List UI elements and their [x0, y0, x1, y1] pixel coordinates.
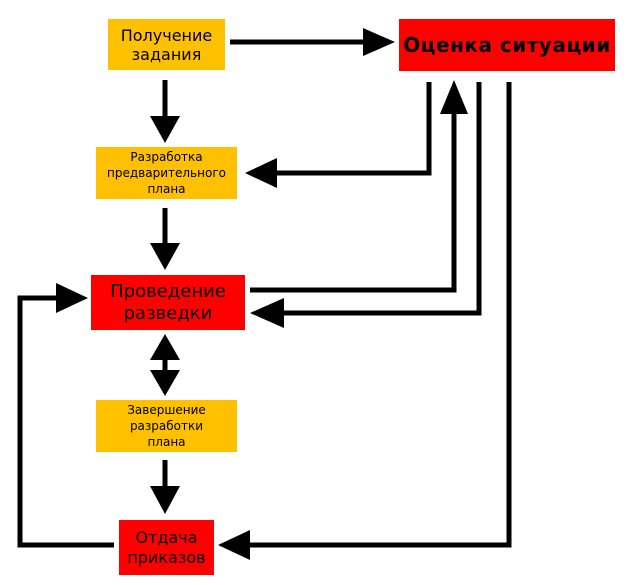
arrowhead-orders-right — [218, 530, 250, 560]
node-preliminary-plan-label: Разработка предварительного плана — [107, 150, 226, 196]
node-preliminary-plan: Разработка предварительного плана — [96, 147, 237, 199]
arrowhead-final — [150, 370, 180, 396]
node-task-received: Получение задания — [108, 19, 225, 70]
arrowhead-orders — [150, 486, 180, 514]
node-reconnaissance-label: Проведение разведки — [110, 280, 226, 324]
arrowhead-recon-top — [150, 243, 180, 270]
node-issuing-orders: Отдача приказов — [119, 520, 214, 575]
connector-recon-to-assess — [250, 112, 457, 293]
node-situation-assessment: Оценка ситуации — [399, 19, 615, 71]
node-reconnaissance: Проведение разведки — [91, 275, 245, 330]
arrowhead-recon-left — [56, 283, 88, 313]
node-issuing-orders-label: Отдача приказов — [127, 527, 206, 567]
arrowhead-recon-bottom — [150, 334, 180, 360]
node-plan-completion-label: Завершение разработки плана — [127, 403, 206, 449]
connector-orders-to-recon — [17, 295, 114, 548]
arrowhead-prelim — [150, 116, 180, 143]
connector-assess-to-recon — [282, 82, 482, 316]
node-situation-assessment-label: Оценка ситуации — [403, 33, 611, 57]
arrowhead-prelim-right — [245, 158, 277, 188]
arrowhead-assess-up — [440, 80, 468, 114]
node-task-received-label: Получение задания — [120, 25, 213, 64]
connector-assess-to-prelim — [275, 82, 432, 176]
connector-assess-to-orders — [248, 82, 512, 548]
arrowhead-recon-right — [250, 298, 284, 328]
node-plan-completion: Завершение разработки плана — [96, 400, 237, 452]
arrowhead-assess — [363, 28, 395, 56]
